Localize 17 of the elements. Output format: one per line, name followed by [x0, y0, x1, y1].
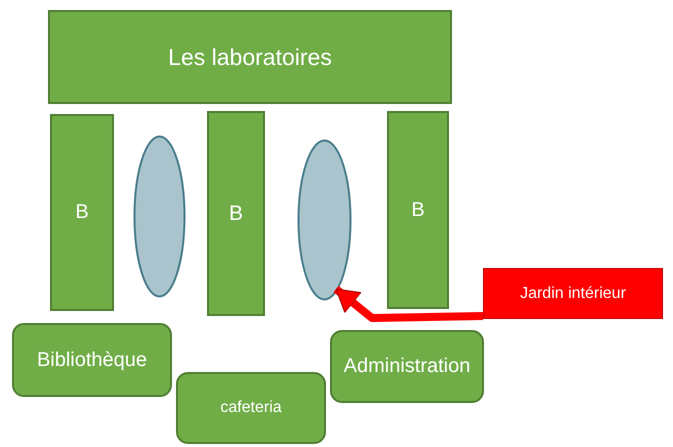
node-label: Bibliothèque	[36, 348, 148, 372]
building-block	[50, 114, 114, 311]
building-block	[176, 372, 326, 444]
building-block	[12, 323, 172, 397]
building-block	[207, 111, 265, 316]
building-block	[330, 330, 484, 403]
callout-box	[483, 268, 663, 319]
arrow	[333, 286, 484, 322]
node-label: Jardin intérieur	[520, 284, 626, 302]
node-label: B	[75, 201, 89, 224]
node-label: B	[411, 198, 425, 222]
building-block	[48, 10, 452, 104]
node-label: cafeteria	[220, 399, 282, 417]
building-block	[387, 111, 449, 309]
node-label: B	[228, 202, 243, 226]
node-label: Les laboratoires	[168, 44, 332, 70]
node-label: Administration	[344, 355, 470, 378]
